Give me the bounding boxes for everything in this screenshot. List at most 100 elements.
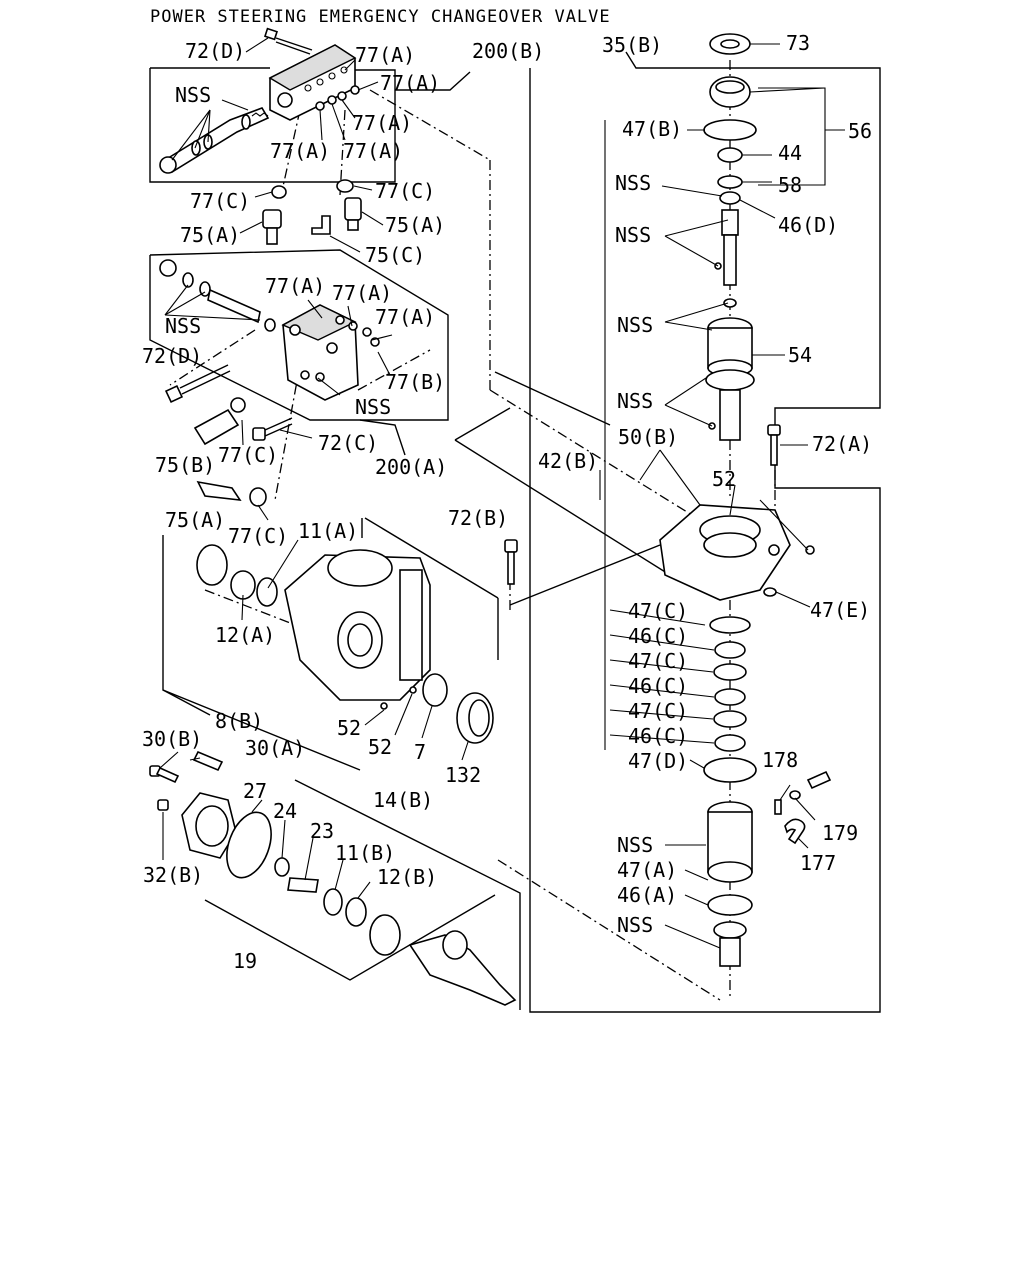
callout-12b: 12(B) — [377, 865, 437, 889]
callout-46c: 46(C) — [628, 674, 688, 698]
callout-nss: NSS — [165, 314, 201, 338]
callout-77c: 77(C) — [218, 443, 278, 467]
callout-75b: 75(B) — [155, 453, 215, 477]
seals-7-132 — [422, 673, 494, 744]
callout-47a: 47(A) — [617, 858, 677, 882]
fittings-75-top — [262, 197, 362, 245]
callout-nss: NSS — [617, 313, 653, 337]
o-ring-27 — [226, 811, 272, 879]
callout-72d: 72(D) — [185, 39, 245, 63]
callout-19: 19 — [233, 949, 257, 973]
callout-47d: 47(D) — [628, 749, 688, 773]
callout-72c: 72(C) — [318, 431, 378, 455]
callout-nss: NSS — [615, 171, 651, 195]
callout-77a: 77(A) — [343, 139, 403, 163]
callout-46a: 46(A) — [617, 883, 677, 907]
callout-14b: 14(B) — [373, 788, 433, 812]
bolt-72a — [767, 424, 781, 466]
bolt-72d-mid — [164, 364, 231, 404]
callout-73: 73 — [786, 31, 810, 55]
bearing-11b-12b — [323, 888, 401, 956]
callout-77a: 77(A) — [352, 111, 412, 135]
callout-77c: 77(C) — [228, 524, 288, 548]
bolt-72b — [504, 539, 518, 585]
callout-nss: NSS — [617, 913, 653, 937]
valve-body-upper — [268, 44, 357, 121]
callout-30b: 30(B) — [142, 727, 202, 751]
parts-177-179 — [774, 770, 832, 845]
callout-56: 56 — [848, 119, 872, 143]
callout-72d: 72(D) — [142, 344, 202, 368]
callout-7: 7 — [414, 740, 426, 764]
gear-housing — [284, 549, 431, 701]
piston-assembly — [707, 801, 753, 967]
callout-77a: 77(A) — [270, 139, 330, 163]
callout-30a: 30(A) — [245, 736, 305, 760]
bolt-72c — [252, 417, 293, 441]
callout-77c: 77(C) — [375, 179, 435, 203]
callout-12a: 12(A) — [215, 623, 275, 647]
callout-35b: 35(B) — [602, 33, 662, 57]
callout-52: 52 — [712, 467, 736, 491]
callout-75a: 75(A) — [165, 508, 225, 532]
spool-lower — [159, 259, 276, 332]
callout-77b: 77(B) — [385, 370, 445, 394]
bolts-30 — [149, 750, 224, 784]
callout-177: 177 — [800, 851, 836, 875]
spool-upper — [159, 107, 270, 174]
callout-23: 23 — [310, 819, 334, 843]
parts-24-23 — [274, 857, 319, 893]
stack-top — [703, 33, 757, 286]
callout-nss: NSS — [617, 389, 653, 413]
callout-8b: 8(B) — [215, 709, 263, 733]
stack-54 — [705, 298, 755, 441]
callout-47b: 47(B) — [622, 117, 682, 141]
fitting-75a-lower — [196, 480, 267, 507]
fitting-75b — [193, 397, 246, 446]
callout-77a: 77(A) — [355, 43, 415, 67]
callout-nss: NSS — [175, 83, 211, 107]
callout-77a: 77(A) — [380, 71, 440, 95]
callout-46c: 46(C) — [628, 724, 688, 748]
callout-labels: 72(D) 77(A) 77(A) 200(B) 35(B) 73 NSS 77… — [142, 31, 872, 973]
bolt-72d-top — [264, 27, 313, 55]
callout-72a: 72(A) — [812, 432, 872, 456]
diagram-title: POWER STEERING EMERGENCY CHANGEOVER VALV… — [150, 7, 611, 27]
sector-shaft — [408, 930, 517, 1006]
callout-11b: 11(B) — [335, 841, 395, 865]
callout-47e: 47(E) — [810, 598, 870, 622]
callout-47c: 47(C) — [628, 699, 688, 723]
valve-body-lower — [281, 304, 359, 401]
callout-200a: 200(A) — [375, 455, 447, 479]
callout-77a: 77(A) — [332, 281, 392, 305]
seal-stack-lower — [703, 616, 757, 783]
callout-44: 44 — [778, 141, 802, 165]
callout-75a: 75(A) — [385, 213, 445, 237]
cover-32b — [157, 792, 237, 859]
callout-nss: NSS — [355, 395, 391, 419]
callout-24: 24 — [273, 799, 297, 823]
callout-52: 52 — [337, 716, 361, 740]
callout-47c: 47(C) — [628, 599, 688, 623]
callout-54: 54 — [788, 343, 812, 367]
leader-lines — [159, 37, 826, 949]
callout-178: 178 — [762, 748, 798, 772]
changeover-housing — [659, 504, 815, 601]
callout-179: 179 — [822, 821, 858, 845]
callout-75c: 75(C) — [365, 243, 425, 267]
callout-75a: 75(A) — [180, 223, 240, 247]
callout-50b: 50(B) — [618, 425, 678, 449]
callout-77a: 77(A) — [375, 305, 435, 329]
callout-46d: 46(D) — [778, 213, 838, 237]
callout-27: 27 — [243, 779, 267, 803]
callout-72b: 72(B) — [448, 506, 508, 530]
small-bolts-52 — [380, 686, 417, 710]
callout-200b: 200(B) — [472, 39, 544, 63]
callout-77c: 77(C) — [190, 189, 250, 213]
callout-132: 132 — [445, 763, 481, 787]
washers-77c-top — [271, 179, 354, 199]
callout-nss: NSS — [615, 223, 651, 247]
callout-46c: 46(C) — [628, 624, 688, 648]
callout-52: 52 — [368, 735, 392, 759]
callout-47c: 47(C) — [628, 649, 688, 673]
